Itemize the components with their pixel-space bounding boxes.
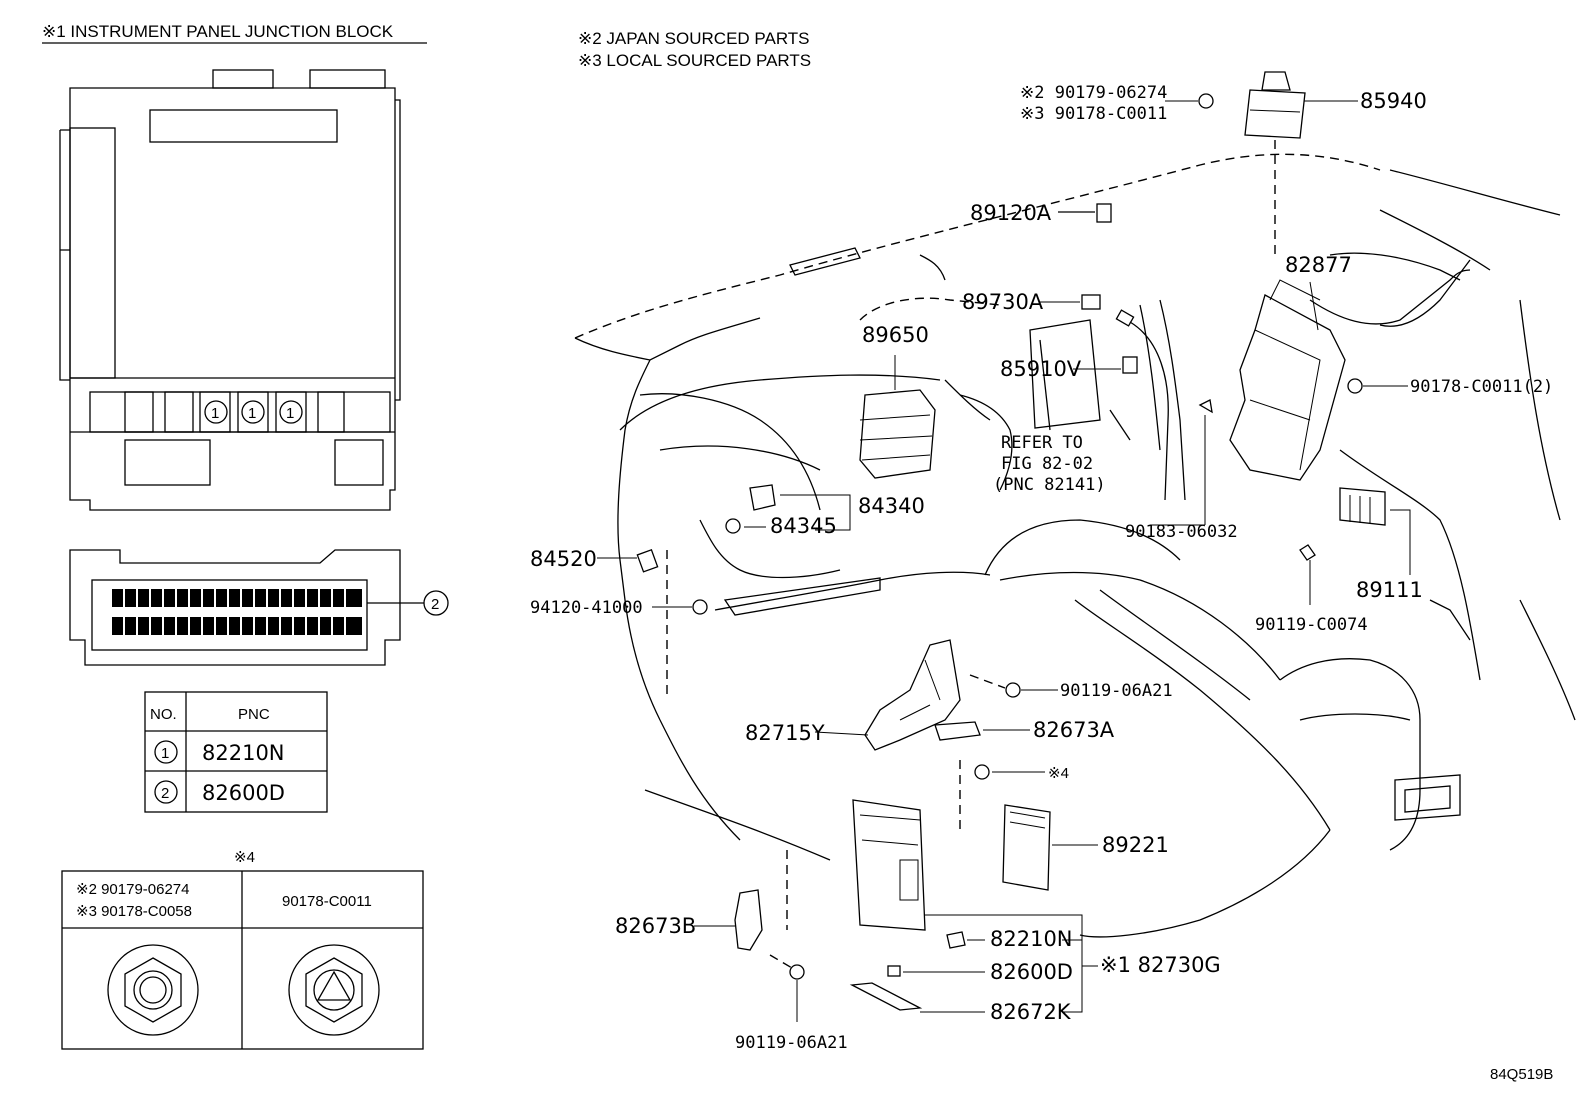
- module-89111: [1339, 487, 1411, 575]
- callout-84520: 84520: [530, 547, 597, 571]
- pnc-row-2-value: 82600D: [202, 781, 285, 805]
- switch-84340: [725, 484, 851, 534]
- cover-82672k: [849, 982, 985, 1013]
- callout-82730g: ※1 82730G: [1100, 953, 1221, 977]
- fuse-marker-1b: 1: [241, 400, 265, 424]
- connector-89730a: [1040, 294, 1169, 501]
- callout-82672k: 82672K: [990, 1000, 1072, 1024]
- callout-89650: 89650: [862, 323, 929, 347]
- callout-85940: 85940: [1360, 89, 1427, 113]
- switch-84520: [597, 548, 668, 700]
- connector-marker-2: 2: [423, 590, 449, 616]
- pnc-table-header-no: NO.: [150, 706, 177, 723]
- callout-82877: 82877: [1285, 253, 1352, 277]
- svg-text:1: 1: [248, 405, 256, 422]
- callout-84345: 84345: [770, 514, 837, 538]
- bolt-90119-06a21-bottom: [769, 954, 805, 1022]
- svg-text:1: 1: [211, 405, 219, 422]
- module-85940: [1198, 71, 1358, 260]
- pnc-row-1-value: 82210N: [202, 741, 285, 765]
- pnc-table: NO. PNC 1 82210N 2 82600D: [144, 691, 328, 813]
- callout-90119-06a21-top: 90119-06A21: [1060, 681, 1173, 701]
- bolt-90119-06a21-top: [969, 674, 1058, 698]
- relay-82600d: [887, 965, 985, 977]
- clip-89120a: [1058, 203, 1112, 223]
- instrument-panel-outline: [574, 153, 1576, 938]
- callout-90178-c0011: ※3 90178-C0011: [1020, 104, 1167, 124]
- diagram-code: 84Q519B: [1490, 1066, 1553, 1083]
- relay-85910v: [1073, 356, 1138, 374]
- callout-94120-41000: 94120-41000: [530, 598, 643, 618]
- callout-84340: 84340: [858, 494, 925, 518]
- bracket-82877: [1229, 279, 1346, 481]
- refer-to-line3: (PNC 82141): [993, 475, 1106, 495]
- junction-block-front-view: [59, 69, 401, 511]
- callout-90178-c0011-2: 90178-C0011(2): [1410, 377, 1553, 397]
- nut-x4: [974, 764, 1045, 780]
- note-local-sourced: ※3 LOCAL SOURCED PARTS: [578, 51, 811, 70]
- pnc-row-2-no: 2: [161, 785, 169, 802]
- bracket-82715y: [814, 639, 961, 751]
- clip-94120-41000: [652, 599, 708, 615]
- callout-82210n: 82210N: [990, 927, 1073, 951]
- pnc-row-1-no: 1: [161, 745, 169, 762]
- callout-89120a: 89120A: [970, 201, 1052, 225]
- callout-90119-06a21-bottom: 90119-06A21: [735, 1033, 848, 1053]
- callout-90183-06032: 90183-06032: [1125, 522, 1238, 542]
- callout-82673a: 82673A: [1033, 718, 1115, 742]
- refer-to-line1: REFER TO: [1001, 433, 1083, 453]
- fuse-marker-1a: 1: [204, 400, 228, 424]
- hex-nut-icon: [107, 944, 199, 1036]
- pnc-table-header-pnc: PNC: [238, 706, 270, 723]
- callout-89730a: 89730A: [962, 290, 1044, 314]
- fastener-table-title: ※4: [234, 849, 255, 866]
- fastener-right-label: 90178-C0011: [282, 893, 372, 910]
- nut-90178-c0011: [1347, 378, 1408, 394]
- sensor-89650: [859, 297, 1001, 479]
- svg-text:2: 2: [431, 596, 439, 613]
- callout-89111: 89111: [1356, 578, 1423, 602]
- callout-89221: 89221: [1102, 833, 1169, 857]
- fastener-left-line1: ※2 90179-06274: [76, 881, 190, 898]
- callout-90179-06274: ※2 90179-06274: [1020, 83, 1167, 103]
- bolt-90119-c0074: [1299, 544, 1316, 605]
- callout-82673b: 82673B: [615, 914, 696, 938]
- callout-82600d: 82600D: [990, 960, 1073, 984]
- callout-85910v: 85910V: [1000, 357, 1082, 381]
- note-japan-sourced: ※2 JAPAN SOURCED PARTS: [578, 29, 810, 48]
- bracket-82673b: [694, 889, 763, 951]
- fastener-table: ※2 90179-06274 ※3 90178-C0058 90178-C001…: [61, 870, 424, 1050]
- bracket-82673a: [934, 721, 1030, 741]
- fuse-marker-1c: 1: [279, 400, 303, 424]
- callout-90119-c0074: 90119-C0074: [1255, 615, 1368, 635]
- relay-82210n: [946, 931, 985, 949]
- hex-clip-nut-icon: [288, 944, 380, 1036]
- note-junction-block: ※1 INSTRUMENT PANEL JUNCTION BLOCK: [42, 22, 394, 41]
- fastener-left-line2: ※3 90178-C0058: [76, 903, 192, 920]
- callout-x4: ※4: [1048, 765, 1069, 782]
- junction-block-side-view: [69, 549, 424, 666]
- junction-block-assembly: [786, 760, 961, 931]
- svg-text:1: 1: [286, 405, 294, 422]
- callout-82715y: 82715Y: [745, 721, 825, 745]
- module-89221: [1002, 804, 1098, 891]
- clip-90183-06032: [1150, 399, 1213, 526]
- refer-to-line2: FIG 82-02: [1001, 454, 1093, 474]
